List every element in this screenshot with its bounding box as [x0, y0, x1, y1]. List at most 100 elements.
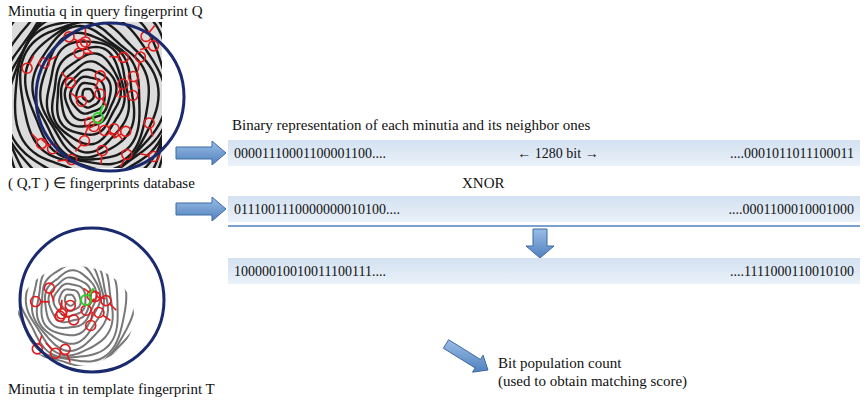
minutia-marker: [109, 124, 123, 140]
ridge-line: [37, 257, 104, 343]
bit-string-band: 0111001110000000010100........0001100010…: [228, 196, 860, 222]
minutia-direction: [86, 47, 93, 53]
minutia-marker: [128, 72, 139, 90]
minutia-direction: [51, 293, 54, 302]
ridge-line: [61, 61, 116, 126]
minutia-circle: [55, 311, 65, 321]
minutia-marker: [109, 52, 128, 62]
minutia-direction: [140, 47, 149, 50]
ridge-line: [12, 22, 162, 168]
minutia-circle: [65, 300, 75, 310]
minutia-marker: [61, 72, 75, 88]
minutia-direction: [100, 105, 103, 113]
minutia-direction: [116, 89, 120, 97]
minutia-marker: [140, 41, 158, 51]
minutia-circle: [95, 89, 105, 99]
ridge-line: [12, 22, 162, 168]
bit-string-band: 10000010010011100111........111100011001…: [228, 258, 860, 284]
minutia-circle: [122, 149, 132, 159]
minutia-direction: [85, 28, 87, 37]
neighborhood-circle: [20, 228, 164, 372]
minutia-direction: [121, 159, 125, 167]
label-text: Minutia q in query fingerprint Q: [8, 3, 203, 19]
minutia-marker: [119, 90, 138, 100]
minutia-direction: [95, 80, 98, 88]
fingerprint-ridges: [12, 22, 162, 168]
minutia-direction: [138, 62, 140, 71]
minutia-marker: [97, 145, 107, 164]
minutia-circle: [97, 145, 107, 155]
minutia-direction: [29, 56, 33, 64]
down-arrow: [526, 229, 554, 258]
minutia-circle: [118, 52, 128, 62]
minutia-direction: [41, 301, 50, 303]
ridge-line: [12, 22, 162, 168]
minutia-circle: [86, 320, 96, 330]
minutia-marker: [55, 302, 65, 321]
block-arrow: [176, 141, 226, 165]
label-text: ( Q,T ) ∈ fingerprints database: [8, 175, 195, 191]
minutia-marker: [32, 134, 47, 149]
minutia-circle: [81, 295, 91, 305]
bit-string: ....1111000110010100: [730, 263, 854, 280]
label-text: Minutia t in template fingerprint T: [8, 381, 215, 397]
minutia-circle: [100, 125, 110, 135]
ridge-line: [12, 22, 162, 168]
ridge-line: [0, 218, 145, 388]
ridge-line: [12, 22, 162, 168]
minutia-marker: [81, 288, 94, 305]
minutia-direction: [103, 315, 110, 320]
minutia-marker: [22, 56, 33, 73]
ridge-line: [0, 206, 149, 396]
minutia-circle: [94, 307, 104, 317]
text-label: Bit population count (used to obtain mat…: [498, 354, 720, 390]
text-label: Minutia q in query fingerprint Q: [8, 2, 203, 20]
minutia-direction: [39, 336, 42, 345]
minutia-marker: [74, 48, 93, 58]
ridge-line: [7, 233, 135, 366]
minutia-direction: [109, 56, 118, 58]
minutia-marker: [70, 93, 86, 107]
minutia-circle: [149, 41, 159, 51]
minutia-circle: [50, 348, 60, 358]
minutia-marker: [95, 71, 105, 89]
ridge-line: [12, 235, 126, 361]
bit-string: ← 1280 bit →: [517, 145, 598, 162]
fingerprint-ridges: [0, 174, 182, 416]
ridge-line: [12, 22, 162, 168]
ridge-line: [12, 22, 162, 168]
ridge-line: [20, 22, 158, 168]
ridge-line: [12, 22, 162, 168]
ridge-line: [52, 47, 125, 144]
minutia-direction: [140, 154, 149, 156]
minutia-marker: [93, 105, 103, 123]
minutia-marker: [121, 149, 132, 166]
minutia-direction: [32, 134, 38, 140]
minutia-marker: [77, 39, 93, 53]
minutia-direction: [110, 304, 117, 310]
block-arrow: [443, 340, 488, 372]
minutia-direction: [149, 25, 155, 32]
minutia-circle: [79, 136, 89, 146]
minutia-circle: [74, 48, 84, 58]
ridge-line: [12, 22, 162, 168]
ridge-line: [0, 186, 157, 409]
text-label: Minutia t in template fingerprint T: [8, 380, 215, 398]
minutia-marker: [86, 312, 96, 331]
text-label: Binary representation of each minutia an…: [232, 116, 590, 134]
ridge-line: [12, 22, 162, 168]
label-text: Binary representation of each minutia an…: [232, 117, 590, 133]
minutia-circle: [69, 315, 79, 325]
ridge-line: [12, 22, 162, 168]
minutia-marker: [44, 283, 54, 301]
ridge-line: [12, 22, 162, 168]
minutia-marker: [116, 79, 128, 96]
minutia-circle: [121, 126, 131, 136]
minutia-direction: [49, 56, 57, 60]
label-text: Bit population count (used to obtain mat…: [498, 355, 687, 389]
minutia-circle: [128, 90, 138, 100]
minutia-circle: [31, 297, 41, 307]
minutia-direction: [100, 155, 102, 164]
minutia-direction: [119, 96, 128, 97]
